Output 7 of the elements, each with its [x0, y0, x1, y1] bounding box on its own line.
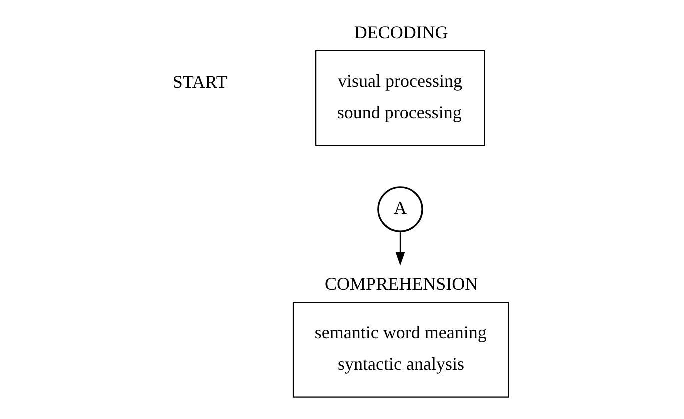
node-circle: A: [377, 186, 423, 232]
node-label: COMPREHENSION: [324, 274, 478, 294]
arrow: [395, 232, 405, 266]
label: START: [172, 72, 227, 92]
node-box: visual processing sound processing: [314, 50, 485, 146]
node-box: semantic word meaning syntactic analysis: [292, 302, 509, 398]
node-label: DECODING: [354, 22, 448, 42]
